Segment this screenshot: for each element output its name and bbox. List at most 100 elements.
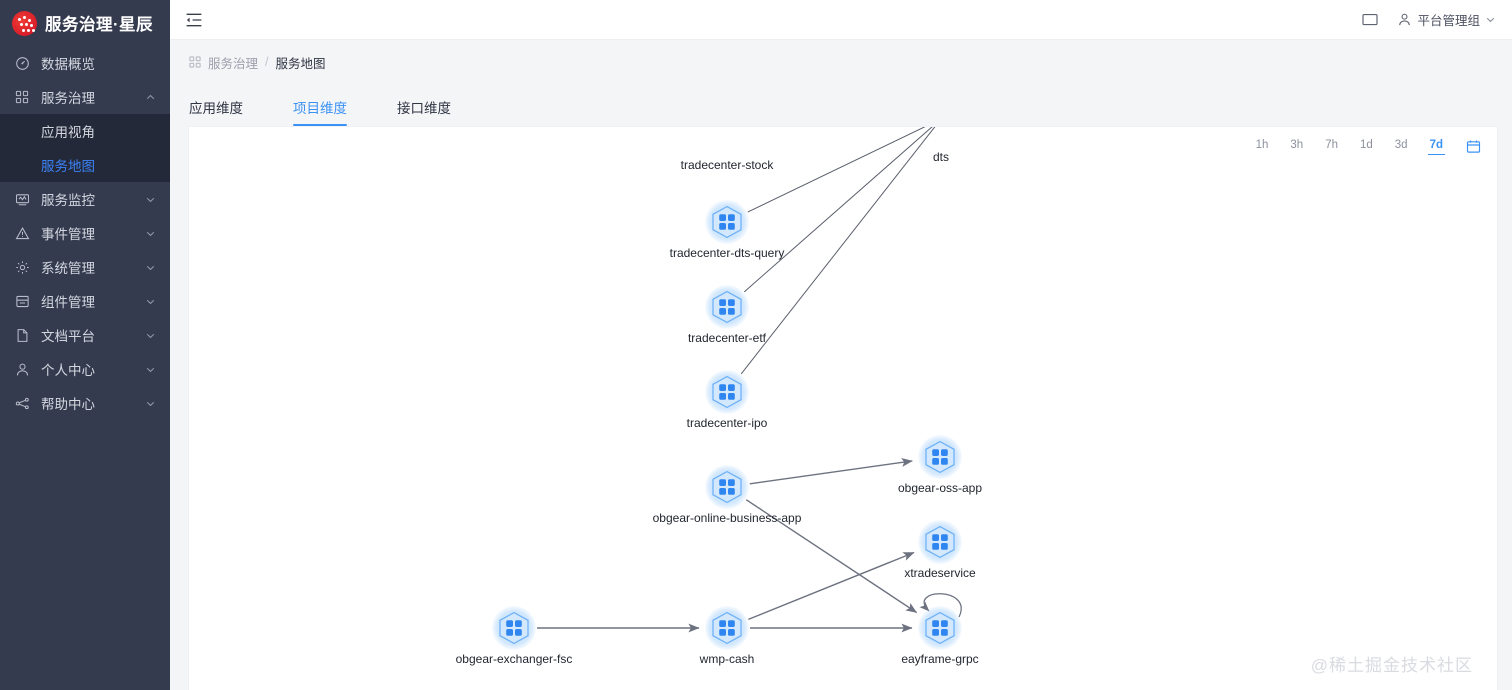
sidebar-item-personal-center[interactable]: 个人中心 [0,352,170,386]
hexagon-service-icon [499,611,529,645]
content-card-wrap: 1h 3h 7h 1d 3d 7d [170,126,1512,690]
sidebar-item-label: 服务监控 [41,193,95,208]
sidebar-item-service-monitor[interactable]: 服务监控 [0,182,170,216]
graph-node[interactable]: obgear-online-business-app [653,465,801,525]
graph-edge [743,127,933,293]
sidebar-item-label: 文档平台 [41,329,95,344]
sidebar-item-label: 事件管理 [41,227,95,242]
sidebar: 服务治理·星辰 数据概览 [0,0,170,690]
graph-node[interactable]: tradecenter-dts-query [670,200,784,260]
chevron-up-icon [144,91,156,103]
hexagon-service-icon [925,525,955,559]
graph-node[interactable]: obgear-oss-app [898,435,982,495]
tab-app-dimension[interactable]: 应用维度 [189,101,243,116]
sidebar-item-label: 组件管理 [41,295,95,310]
warning-triangle-icon [14,225,30,241]
tab-bar: 应用维度 项目维度 接口维度 [170,84,1512,126]
graph-edge [749,457,913,485]
sidebar-item-data-overview[interactable]: 数据概览 [0,46,170,80]
app-title: 服务治理·星辰 [45,16,153,34]
sidebar-subitem-label: 应用视角 [41,125,95,140]
top-bar: 平台管理组 [170,0,1512,40]
time-range-7d[interactable]: 7d [1427,137,1446,155]
chevron-down-icon [1485,14,1496,25]
breadcrumb-parent[interactable]: 服务治理 [208,56,259,71]
breadcrumb: 服务治理 / 服务地图 [170,40,1512,84]
user-icon [1397,12,1412,27]
graph-edge [745,499,918,614]
breadcrumb-current: 服务地图 [275,56,326,71]
sidebar-subitem-label: 服务地图 [41,159,95,174]
dashboard-icon [14,55,30,71]
graph-node[interactable]: wmp-cash [700,606,754,666]
main-content: 平台管理组 服务治理 / 服务地 [170,0,1512,690]
time-range-1h[interactable]: 1h [1255,139,1269,151]
tab-interface-dimension[interactable]: 接口维度 [397,101,451,116]
app-logo[interactable]: 服务治理·星辰 [0,0,170,46]
stars-logo-icon [12,10,37,36]
user-icon [14,361,30,377]
sidebar-nav: 数据概览 服务治理 [0,46,170,420]
graph-node[interactable]: tradecenter-ipo [687,370,767,430]
chevron-down-icon [144,363,156,375]
graph-node[interactable]: tradecenter-etf [688,285,766,345]
topbar-actions: 平台管理组 [1361,10,1496,29]
share-node-icon [14,395,30,411]
graph-edge [748,551,915,621]
grid-icon [14,89,30,105]
component-icon [14,293,30,309]
hexagon-service-icon [712,375,742,409]
chevron-down-icon [144,295,156,307]
sidebar-item-event-management[interactable]: 事件管理 [0,216,170,250]
gear-icon [14,259,30,275]
hexagon-service-icon [712,470,742,504]
sidebar-submenu-service-governance: 应用视角 服务地图 [0,114,170,182]
sidebar-item-system-management[interactable]: 系统管理 [0,250,170,284]
user-name-label: 平台管理组 [1417,14,1480,28]
sidebar-item-component-management[interactable]: 组件管理 [0,284,170,318]
time-range-3h[interactable]: 3h [1290,139,1304,151]
chevron-down-icon [144,329,156,341]
graph-node[interactable]: obgear-exchanger-fsc [456,606,572,666]
sidebar-item-service-map[interactable]: 服务地图 [0,148,170,182]
grid-icon [189,56,201,68]
sidebar-item-help-center[interactable]: 帮助中心 [0,386,170,420]
hexagon-service-icon [712,205,742,239]
hexagon-service-icon [925,440,955,474]
graph-edge-layer [537,127,962,633]
hexagon-service-icon [925,611,955,645]
hexagon-service-icon [712,611,742,645]
sidebar-item-label: 服务治理 [41,91,95,106]
monitor-icon [14,191,30,207]
chevron-down-icon [144,261,156,273]
time-range-3d[interactable]: 3d [1394,139,1408,151]
service-map-card: 1h 3h 7h 1d 3d 7d [188,126,1498,690]
screen-icon[interactable] [1361,11,1379,29]
time-range-1d[interactable]: 1d [1359,139,1373,151]
user-menu[interactable]: 平台管理组 [1397,10,1496,29]
graph-edge [747,127,926,213]
hexagon-service-icon [712,290,742,324]
time-range-7h[interactable]: 7h [1325,139,1338,151]
breadcrumb-separator: / [265,55,269,69]
calendar-icon[interactable] [1466,139,1481,154]
sidebar-item-label: 帮助中心 [41,397,95,412]
sidebar-item-label: 个人中心 [41,363,95,378]
graph-node[interactable]: eayframe-grpc [901,606,979,666]
chevron-down-icon [144,193,156,205]
sidebar-item-app-view[interactable]: 应用视角 [0,114,170,148]
file-icon [14,327,30,343]
graph-edge [740,127,936,375]
tab-project-dimension[interactable]: 项目维度 [293,97,347,126]
sidebar-item-label: 系统管理 [41,261,95,276]
chevron-down-icon [144,397,156,409]
graph-node[interactable]: xtradeservice [904,520,976,580]
sidebar-item-label: 数据概览 [41,57,95,72]
graph-edge-self-loop [919,593,962,618]
chevron-down-icon [144,227,156,239]
menu-fold-icon[interactable] [184,10,204,30]
sidebar-item-doc-platform[interactable]: 文档平台 [0,318,170,352]
sidebar-item-service-governance[interactable]: 服务治理 [0,80,170,114]
